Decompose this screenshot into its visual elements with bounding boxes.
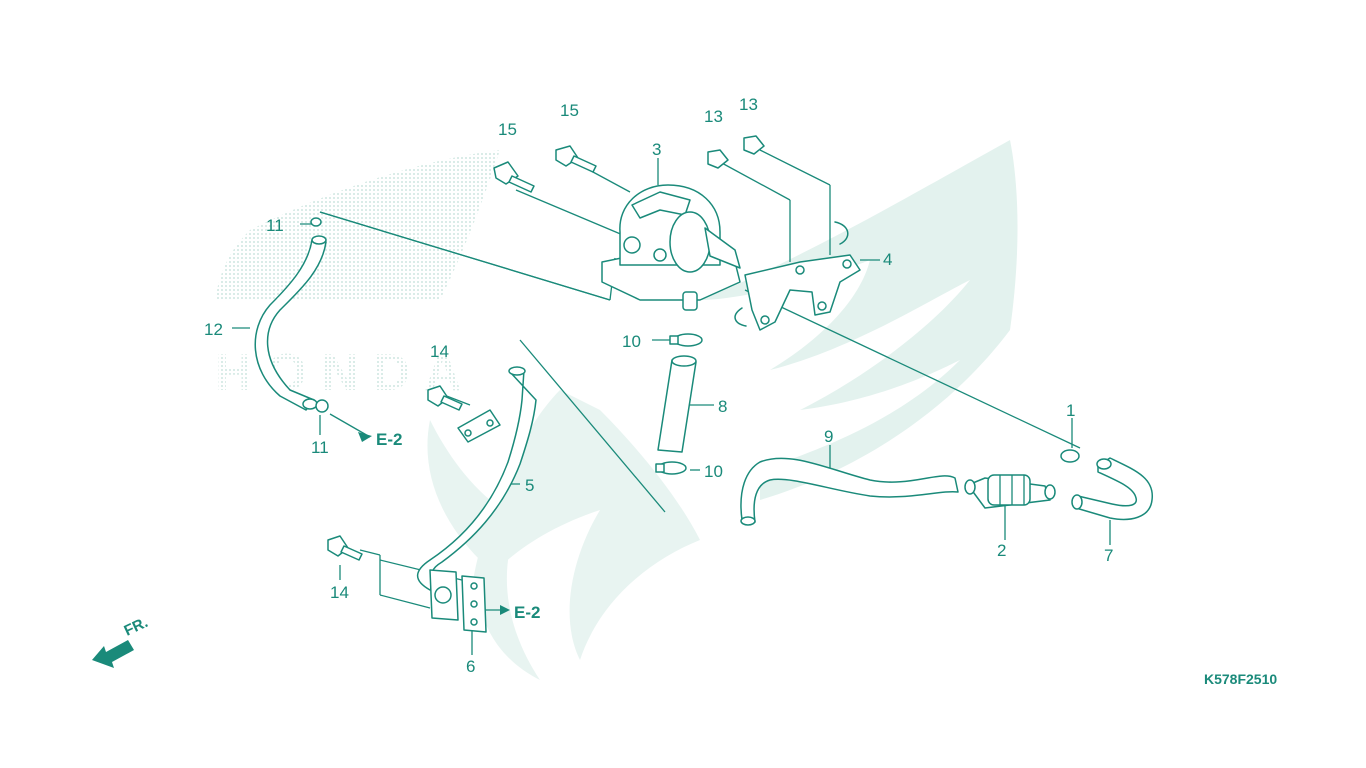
hose-clamp-10b — [655, 461, 687, 475]
honda-watermark: HONDA — [215, 150, 500, 402]
callout-10b: 10 — [704, 462, 723, 481]
callout-9: 9 — [824, 427, 833, 446]
honda-wing-logo — [427, 140, 1018, 680]
bolt-15a — [555, 145, 597, 173]
air-suction-hose-8 — [657, 355, 697, 453]
callout-3: 3 — [652, 140, 661, 159]
clip-11b — [315, 399, 329, 413]
air-hose-9 — [740, 457, 959, 526]
leader-lines — [232, 149, 1111, 655]
bolt-15b — [493, 161, 535, 193]
callout-15b: 15 — [560, 101, 579, 120]
hose-12 — [254, 235, 327, 411]
callout-1: 1 — [1066, 401, 1075, 420]
callout-2: 2 — [997, 541, 1006, 560]
callout-6: 6 — [466, 657, 475, 676]
reference-arrow-b — [500, 605, 510, 615]
air-injection-valve — [601, 184, 741, 311]
front-arrow-icon — [92, 640, 134, 668]
callout-12: 12 — [204, 320, 223, 339]
callout-13b: 13 — [739, 95, 758, 114]
flange-nut-13a — [707, 149, 729, 169]
callout-7: 7 — [1104, 546, 1113, 565]
reference-arrow-a — [358, 432, 372, 442]
air-hose-7 — [1071, 457, 1153, 521]
reference-label-a: E-2 — [376, 430, 402, 449]
callout-10a: 10 — [622, 332, 641, 351]
clip-11a — [310, 217, 322, 227]
bolt-14a — [427, 385, 463, 411]
hose-clamp-10a — [669, 333, 703, 347]
callout-11a: 11 — [266, 216, 284, 235]
front-direction-label: FR. — [122, 614, 151, 640]
callout-14a: 14 — [430, 342, 449, 361]
gasket-6 — [429, 569, 487, 633]
callout-13a: 13 — [704, 107, 723, 126]
reference-label-b: E-2 — [514, 603, 540, 622]
bolt-14b — [327, 535, 363, 561]
flange-nut-13b — [743, 135, 765, 155]
callout-4: 4 — [883, 250, 892, 269]
clip-1 — [1060, 449, 1080, 463]
callout-8: 8 — [718, 397, 727, 416]
callout-14b: 14 — [330, 583, 349, 602]
air-filter-2 — [964, 474, 1056, 509]
callout-15a: 15 — [498, 120, 517, 139]
callout-5: 5 — [525, 476, 534, 495]
diagram-code: K578F2510 — [1204, 671, 1277, 687]
callout-11b: 11 — [311, 438, 329, 457]
valve-bracket — [734, 221, 861, 331]
